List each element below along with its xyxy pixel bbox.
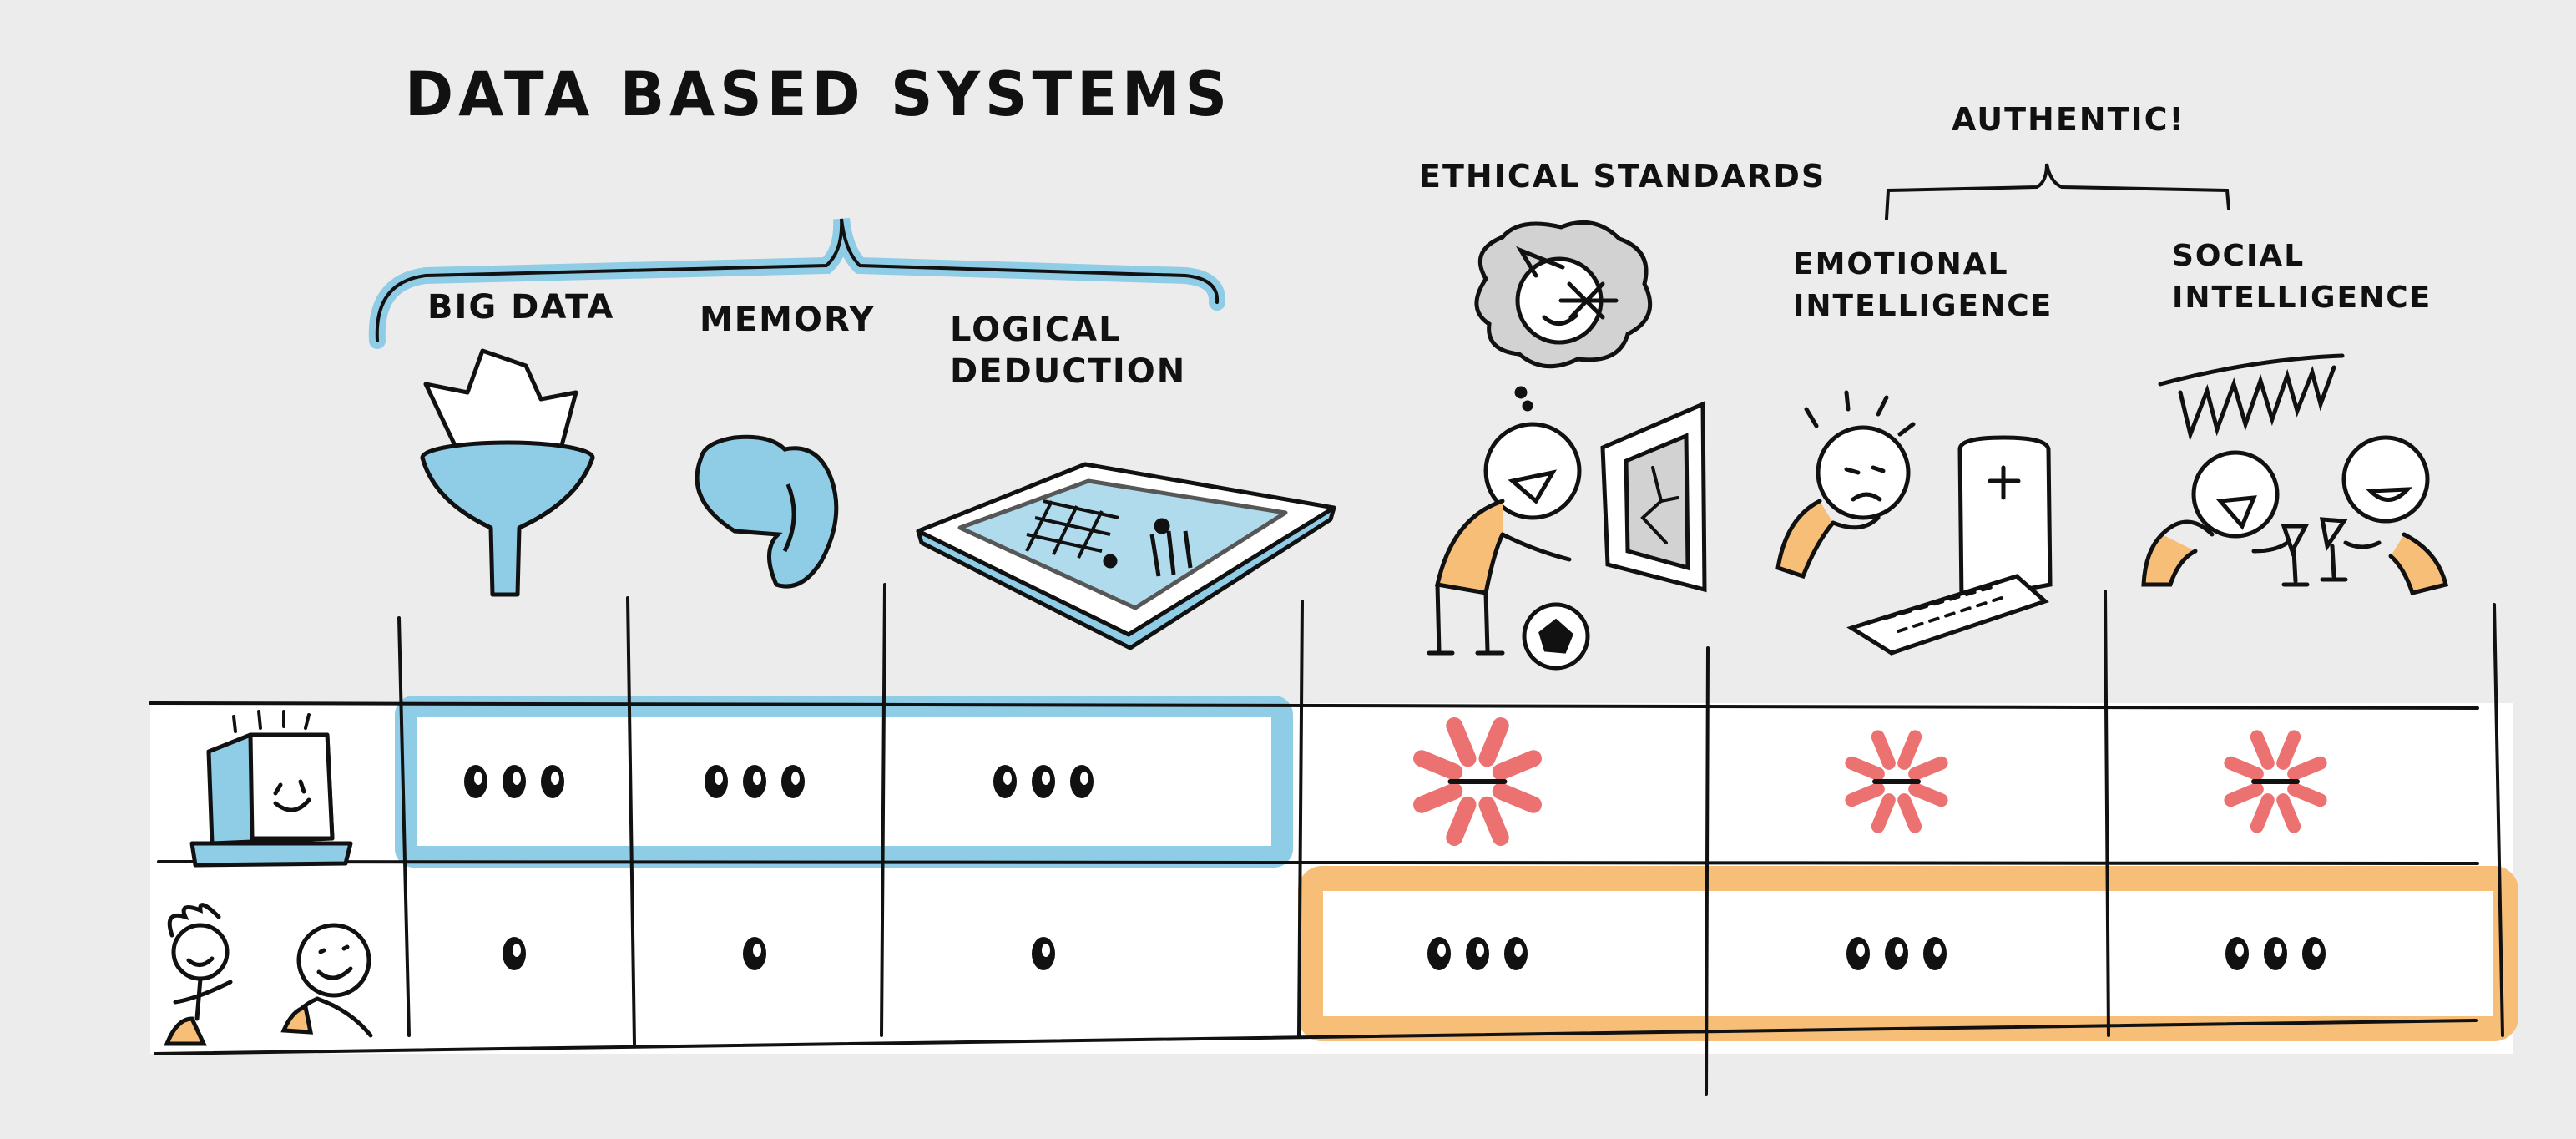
two-people-icon <box>164 903 373 1046</box>
rating-dot-highlight <box>551 772 559 785</box>
no-value-ray <box>1413 782 1463 813</box>
funnel-icon <box>420 348 595 597</box>
no-value-mark-computer-ethical-standards <box>1413 717 1542 846</box>
no-value-ray <box>1908 756 1948 781</box>
no-value-ray <box>1413 750 1463 781</box>
ratings-layer <box>464 717 2327 970</box>
no-value-ray <box>2276 793 2301 833</box>
no-value-ray <box>1871 793 1896 833</box>
rating-dot-highlight <box>2274 944 2282 957</box>
no-value-mark-computer-emotional-intelligence <box>1845 730 1948 833</box>
rating-dot-highlight <box>1895 944 1903 957</box>
computer-icon <box>189 710 353 868</box>
no-value-ray <box>2224 756 2264 781</box>
rating-dot-highlight <box>1042 944 1050 957</box>
no-value-ray <box>2276 730 2301 770</box>
no-value-ray <box>1897 793 1922 833</box>
rating-dot-highlight <box>2235 944 2244 957</box>
no-value-ray <box>1845 782 1885 807</box>
no-value-ray <box>1845 756 1885 781</box>
rating-dot-highlight <box>513 772 521 785</box>
authentic-label: AUTHENTIC! <box>1952 101 2185 138</box>
no-value-ray <box>1478 796 1509 846</box>
no-value-ray <box>1446 796 1477 846</box>
column-label-memory: MEMORY <box>700 301 876 339</box>
rating-dot-highlight <box>715 772 723 785</box>
rating-dot-highlight <box>1933 944 1942 957</box>
no-value-ray <box>2287 782 2327 807</box>
toasting-people-icon <box>2141 353 2449 595</box>
rating-dot-highlight <box>753 772 761 785</box>
rating-dot-highlight <box>791 772 800 785</box>
brain-icon <box>695 434 839 589</box>
rating-dot-highlight <box>1476 944 1484 957</box>
rating-dot-highlight <box>513 944 521 957</box>
rating-dot-highlight <box>1856 944 1865 957</box>
rating-dot-highlight <box>1514 944 1523 957</box>
no-value-ray <box>1897 730 1922 770</box>
rating-dot-highlight <box>474 772 482 785</box>
no-value-ray <box>1492 782 1542 813</box>
no-value-ray <box>1446 717 1477 767</box>
no-value-ray <box>1908 782 1948 807</box>
no-value-ray <box>1871 730 1896 770</box>
rating-dot-highlight <box>1042 772 1050 785</box>
thinking-person-icon <box>1427 220 1707 671</box>
no-value-ray <box>2250 730 2275 770</box>
rating-dot-highlight <box>2312 944 2321 957</box>
column-label-ethical-standards: ETHICAL STANDARDS <box>1419 158 1826 195</box>
column-label-big-data: BIG DATA <box>427 288 615 327</box>
no-value-ray <box>2287 756 2327 781</box>
data-group-brace <box>368 217 1226 349</box>
rating-dot-highlight <box>753 944 761 957</box>
chessboard-icon <box>916 462 1336 650</box>
rating-dot-highlight <box>1003 772 1012 785</box>
no-value-ray <box>2224 782 2264 807</box>
no-value-ray <box>1492 750 1542 781</box>
no-value-ray <box>1478 717 1509 767</box>
grieving-person-icon <box>1775 390 2053 656</box>
page-title: DATA BASED SYSTEMS <box>405 58 1233 131</box>
authentic-bracket <box>1885 163 2230 220</box>
table-grid <box>149 583 2504 1096</box>
no-value-mark-computer-social-intelligence <box>2224 730 2327 833</box>
rating-dot-highlight <box>1437 944 1446 957</box>
rating-dot-highlight <box>1080 772 1088 785</box>
no-value-ray <box>2250 793 2275 833</box>
computer-strength-highlight <box>395 696 1293 868</box>
